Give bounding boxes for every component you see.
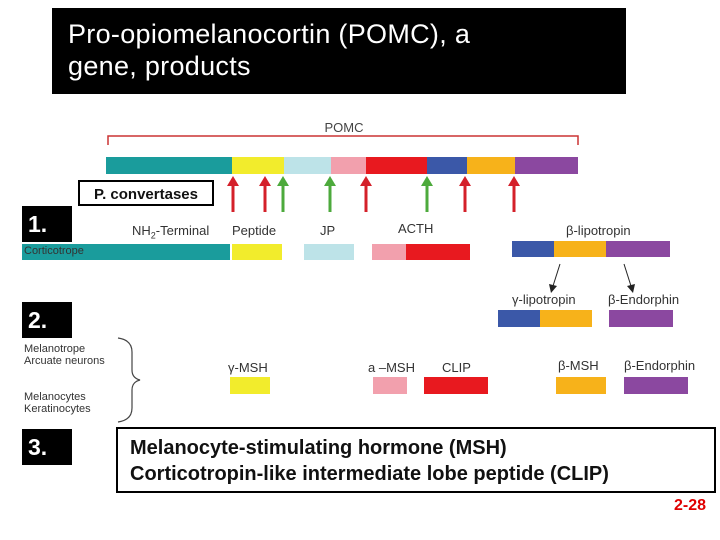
- title-line-2: gene, products: [68, 51, 251, 81]
- row1-peptide-bar: [232, 244, 282, 260]
- definition-msh: Melanocyte-stimulating hormone (MSH): [130, 437, 507, 459]
- row1-bars: [22, 241, 670, 260]
- label-alpha-msh: a –MSH: [368, 360, 415, 375]
- arrow-green-2: [324, 176, 336, 212]
- split-arrow-right: [623, 263, 632, 287]
- label-beta-endorphin-row2: β-Endorphin: [608, 292, 680, 307]
- row1-lipotropin-blue-bar: [512, 241, 554, 257]
- label-gamma-msh: γ-MSH: [228, 360, 268, 375]
- row3-alpha-msh-bar: [373, 377, 407, 394]
- arrow-red-4: [459, 176, 471, 212]
- row3-beta-endorphin-bar: [624, 377, 688, 394]
- pomc-segment-peptide: [232, 157, 284, 174]
- label-keratinocytes: Keratinocytes: [24, 403, 91, 415]
- label-beta-msh: β-MSH: [558, 358, 599, 373]
- pomc-bar: [106, 157, 578, 174]
- pomc-segment-purple: [515, 157, 578, 174]
- row3-clip-bar: [424, 377, 488, 394]
- split-arrow-left: [552, 263, 561, 287]
- title-line-1: Pro-opiomelanocortin (POMC), a: [68, 19, 471, 49]
- cell-group-brace: [117, 337, 141, 423]
- definitions-box: Melanocyte-stimulating hormone (MSH) Cor…: [116, 427, 716, 493]
- arrow-red-1: [227, 176, 239, 212]
- label-jp: JP: [320, 223, 336, 238]
- page-number: 2-28: [673, 497, 706, 514]
- definition-clip: Corticotropin-like intermediate lobe pep…: [130, 463, 609, 485]
- row1-lipotropin-orange-bar: [554, 241, 606, 257]
- arrow-red-5: [508, 176, 520, 212]
- pomc-segment-nh2: [106, 157, 232, 174]
- row1-jp-bar: [304, 244, 354, 260]
- label-beta-lipotropin: β-lipotropin: [566, 223, 631, 238]
- row3-beta-msh-bar: [556, 377, 606, 394]
- convertases-label: P. convertases: [78, 180, 214, 206]
- row1-acth-pink-bar: [372, 244, 406, 260]
- lipotropin-split-arrows: [549, 263, 635, 293]
- arrow-green-1: [277, 176, 289, 212]
- label-gamma-lipotropin: γ-lipotropin: [512, 292, 576, 307]
- label-peptide: Peptide: [232, 223, 277, 238]
- pomc-segment-acth-pink: [331, 157, 366, 174]
- label-arcuate-neurons: Arcuate neurons: [24, 355, 105, 367]
- row1-nh2-terminal-bar: [22, 244, 230, 260]
- row3-gamma-msh-bar: [230, 377, 270, 394]
- step-3-badge: 3.: [22, 429, 72, 465]
- row2-gamma-lipotropin-blue: [498, 310, 540, 327]
- row1-lipotropin-purple-bar: [606, 241, 670, 257]
- label-corticotrope: Corticotrope: [24, 245, 84, 257]
- pomc-bracket: [107, 135, 579, 145]
- row3-bars: [230, 377, 688, 394]
- label-nh2-terminal: NH2-Terminal: [132, 223, 210, 241]
- label-clip: CLIP: [442, 360, 471, 375]
- pomc-label: POMC: [325, 120, 364, 135]
- label-acth: ACTH: [398, 221, 434, 236]
- label-melanocytes: Melanocytes: [24, 391, 86, 403]
- row2-gamma-lipotropin-orange: [540, 310, 592, 327]
- arrow-red-3: [360, 176, 372, 212]
- pomc-segment-blue: [427, 157, 467, 174]
- arrow-red-2: [259, 176, 271, 212]
- pomc-segment-acth-red: [366, 157, 427, 174]
- row2-bars: [498, 310, 673, 327]
- cleavage-arrows: [227, 176, 520, 212]
- step-1-badge: 1.: [22, 206, 72, 242]
- title-banner: Pro-opiomelanocortin (POMC), a gene, pro…: [52, 8, 626, 94]
- row2-beta-endorphin-bar: [609, 310, 673, 327]
- pomc-segment-jp: [284, 157, 331, 174]
- pomc-segment-orange: [467, 157, 515, 174]
- label-beta-endorphin-row3: β-Endorphin: [624, 358, 696, 373]
- arrow-green-3: [421, 176, 433, 212]
- step-2-badge: 2.: [22, 302, 72, 338]
- row1-acth-red-bar: [406, 244, 470, 260]
- label-melanotrope: Melanotrope: [24, 343, 86, 355]
